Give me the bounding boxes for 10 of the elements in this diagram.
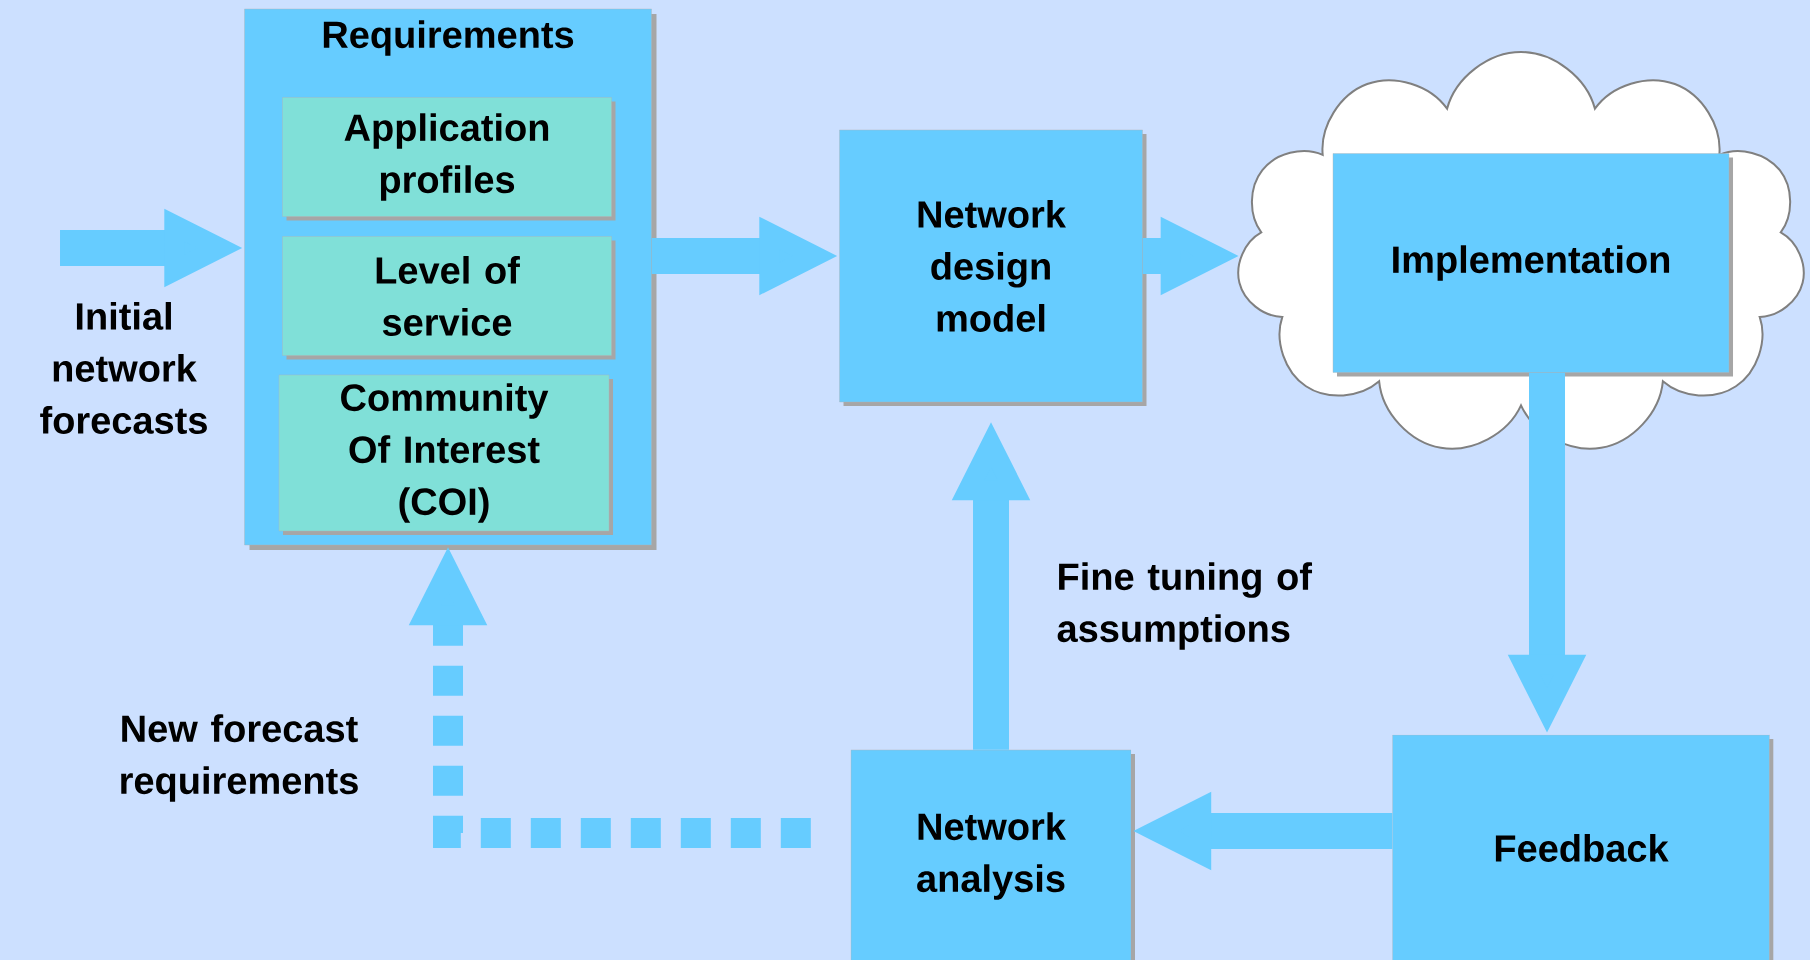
process-box: Level of service (282, 236, 616, 360)
edge-label: Fine tuning of assumptions (1057, 562, 1312, 650)
edge-label: New forecast requirements (121, 714, 358, 802)
process-box: Network analysis (850, 749, 1135, 960)
process-box: Implementation (1332, 153, 1733, 377)
process-box: Feedback (1392, 734, 1774, 960)
process-box: Application profiles (282, 97, 616, 221)
edge-label: Initial network forecasts (40, 302, 207, 434)
process-box: Network design model (839, 129, 1147, 406)
process-box: Community Of Interest (COI) (278, 374, 613, 535)
